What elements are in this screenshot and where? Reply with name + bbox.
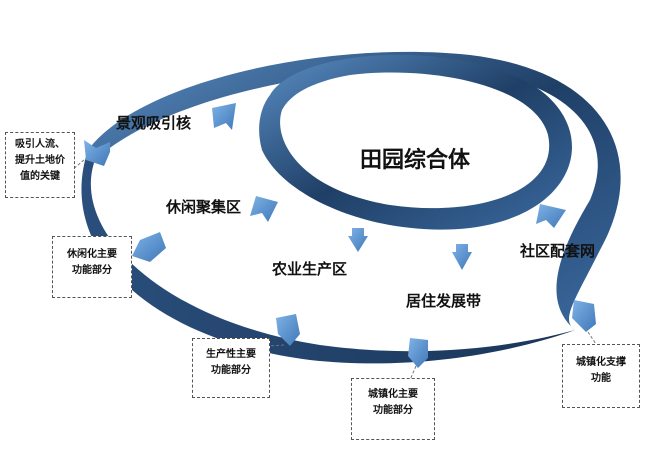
box-attract-line-2: 提升土地价 <box>15 155 65 166</box>
arrow-urban-main <box>408 338 428 368</box>
box-production-func: 生产性主要 功能部分 <box>192 338 270 398</box>
box-leisure-func-line-2: 功能部分 <box>72 265 112 276</box>
box-urban-main-line-2: 功能部分 <box>373 405 413 416</box>
box-production-func-line-2: 功能部分 <box>211 365 251 376</box>
label-residence: 居住发展带 <box>406 292 482 310</box>
outer-ribbon-lower <box>81 150 575 364</box>
outer-ribbon <box>88 51 621 330</box>
arrow-community <box>536 204 566 228</box>
box-leisure-func-line-1: 休闲化主要 <box>67 249 117 260</box>
label-agri: 农业生产区 <box>272 260 348 278</box>
arrow-leisure <box>250 196 278 222</box>
box-attract: 吸引人流、 提升土地价 值的关键 <box>5 132 75 198</box>
box-urban-main: 城镇化主要 功能部分 <box>351 378 435 440</box>
connector-urban-main <box>409 365 417 381</box>
arrow-agri <box>348 228 368 252</box>
box-leisure-func: 休闲化主要 功能部分 <box>52 236 132 298</box>
arrow-residence <box>452 244 472 270</box>
label-landscape: 景观吸引核 <box>116 114 192 132</box>
box-urban-support-line-2: 功能 <box>591 373 611 384</box>
box-urban-support: 城镇化支撑 功能 <box>562 344 640 408</box>
box-urban-support-line-1: 城镇化支撑 <box>576 357 626 368</box>
arrow-production <box>276 314 300 346</box>
arrow-attract <box>84 140 110 166</box>
box-attract-line-3: 值的关键 <box>20 171 60 182</box>
connector-production <box>267 344 285 347</box>
box-urban-main-line-1: 城镇化主要 <box>368 389 418 400</box>
center-title: 田园综合体 <box>360 148 471 173</box>
arrow-landscape <box>212 103 236 130</box>
connector-attract <box>71 159 85 171</box>
arrow-urban-support <box>572 300 596 332</box>
label-community: 社区配套网 <box>520 242 596 260</box>
label-leisure: 休闲聚集区 <box>166 198 242 216</box>
box-attract-line-1: 吸引人流、 <box>15 139 65 150</box>
box-production-func-line-1: 生产性主要 <box>206 349 256 360</box>
connector-urban-support <box>587 331 597 345</box>
arrow-leisure-func <box>132 232 166 262</box>
